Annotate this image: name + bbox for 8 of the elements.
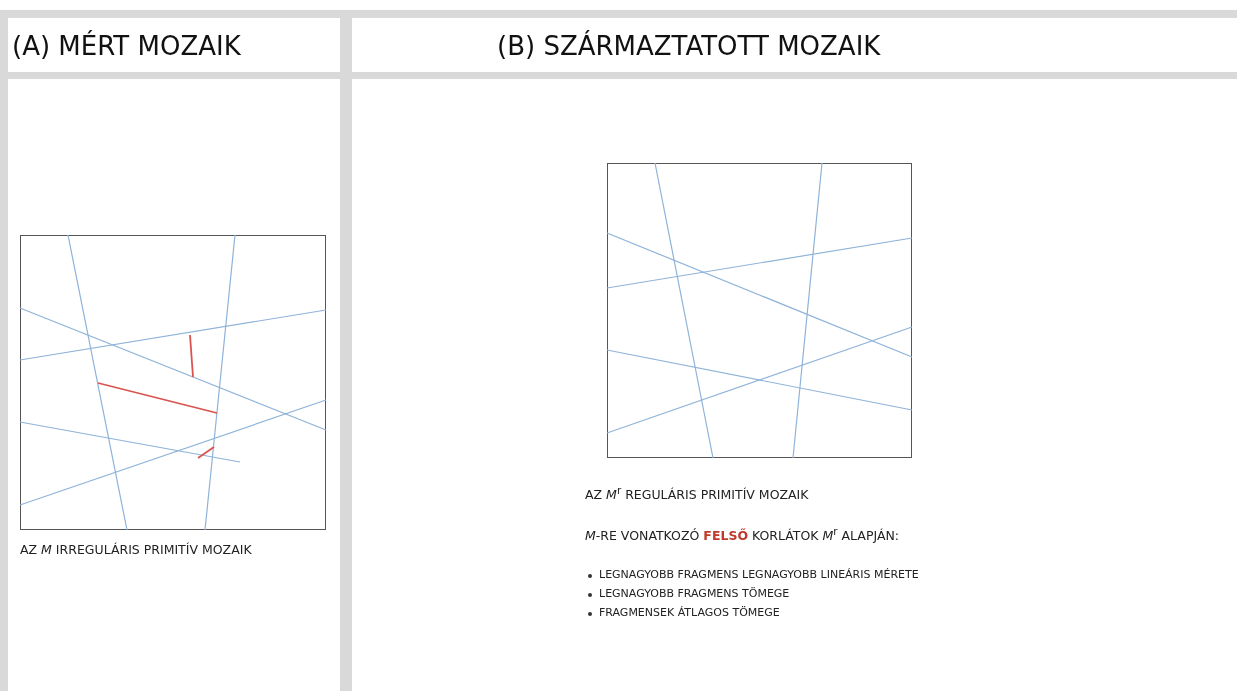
- list-item: FRAGMENSEK ÁTLAGOS TÖMEGE: [599, 606, 780, 619]
- caption: AZ M IRREGULÁRIS PRIMITÍV MOZAIK: [20, 542, 252, 557]
- list-item: LEGNAGYOBB FRAGMENS LEGNAGYOBB LINEÁRIS MÉRETE: [599, 568, 919, 581]
- caption: AZ M$^{r}$ REGULÁRIS PRIMITÍV MOZAIK: [585, 484, 809, 503]
- panel-heading: (A) MÉRT MOZAIK: [12, 29, 241, 63]
- note: M-RE VONATKOZÓ FELSŐ KORLÁTOK M$^{r}$ ALAPJÁN:: [585, 525, 900, 544]
- panel-heading: (B) SZÁRMAZTATOTT MOZAIK: [497, 29, 881, 63]
- list-item: LEGNAGYOBB FRAGMENS TÖMEGE: [599, 587, 790, 600]
